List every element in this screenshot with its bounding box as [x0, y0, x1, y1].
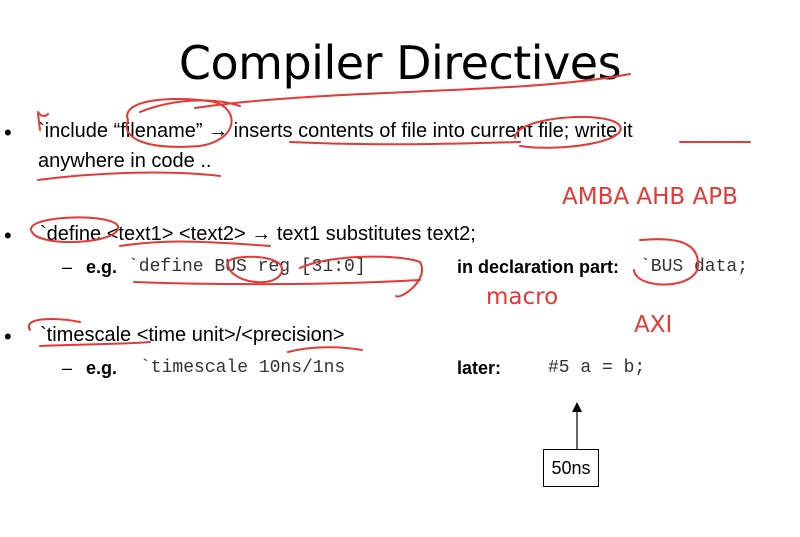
annotation-amba: AMBA AHB APB — [562, 184, 738, 210]
define-example-dash: – — [62, 257, 73, 277]
ink-define-code-underline — [133, 279, 421, 286]
annotation-macro: macro — [486, 284, 559, 310]
ink-filename-loop2 — [139, 99, 241, 113]
annotation-axi: AXI — [634, 312, 673, 338]
slide-title: Compiler Directives — [178, 36, 622, 90]
timescale-example-eg: e.g. — [86, 358, 118, 378]
timescale-example-label: later: — [457, 358, 502, 378]
define-example-code: `define BUS reg [31:0] — [128, 257, 366, 277]
ink-precision-underline — [287, 346, 363, 353]
bullet-dot: • — [4, 120, 12, 145]
include-text: `include “filename” — [38, 120, 209, 142]
timing-box: 50ns — [543, 449, 599, 487]
bullet-include-line2: anywhere in code .. — [38, 150, 212, 172]
bullet-timescale: `timescale <time unit>/<precision> — [40, 324, 345, 346]
bullet-include-line1: `include “filename” → inserts contents o… — [38, 120, 633, 143]
timescale-example-dash: – — [62, 358, 73, 378]
include-desc: inserts contents of file into current fi… — [228, 120, 633, 142]
bullet-dot: • — [4, 324, 12, 349]
define-text: `define <text1> <text2> — [40, 223, 252, 245]
define-example-code2: `BUS data; — [640, 257, 749, 277]
ink-anywhere-underline — [37, 171, 221, 181]
define-example-eg: e.g. — [86, 257, 118, 277]
arrow-icon: → — [208, 120, 229, 142]
timescale-example-code: `timescale 10ns/1ns — [140, 358, 346, 378]
bullet-dot: • — [4, 223, 12, 248]
pointer-arrow-head — [572, 402, 582, 412]
define-example-label: in declaration part: — [457, 257, 620, 277]
bullet-define: `define <text1> <text2> → text1 substitu… — [40, 223, 476, 246]
arrow-icon: → — [251, 223, 272, 245]
timescale-example-code2: #5 a = b; — [548, 358, 646, 378]
define-desc: text1 substitutes text2; — [271, 223, 476, 245]
